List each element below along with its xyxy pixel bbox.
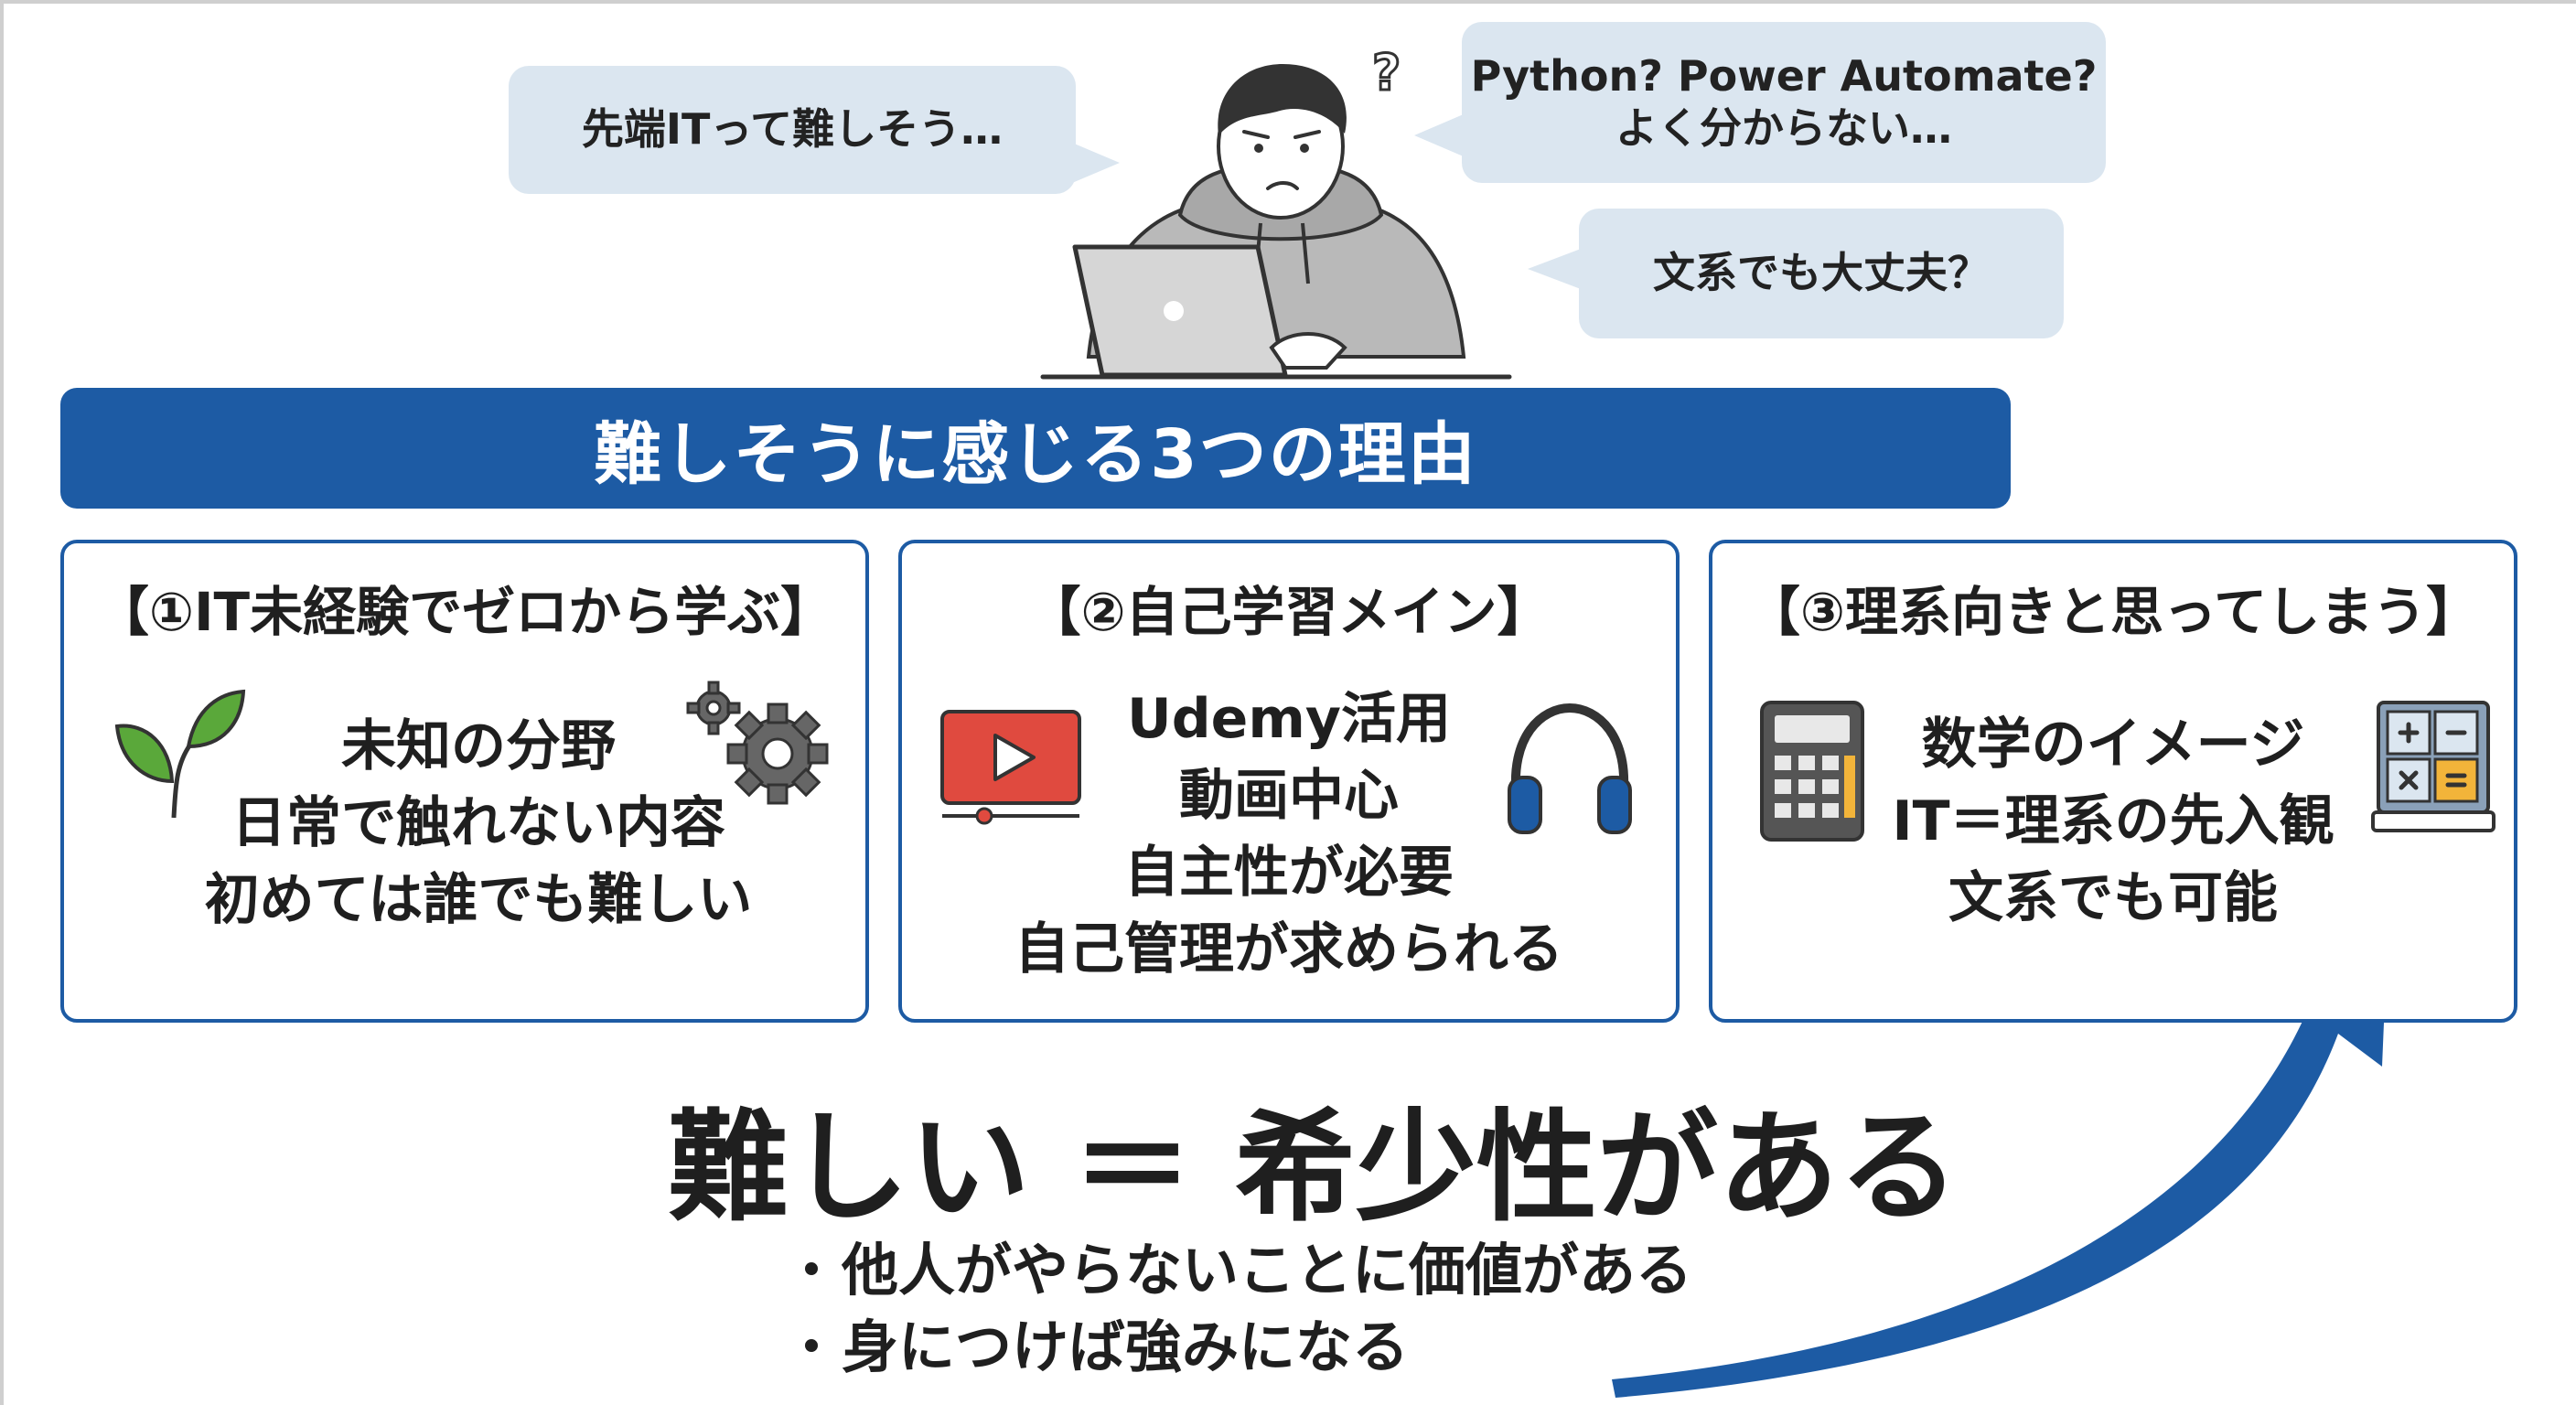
headphones-icon — [1508, 702, 1632, 834]
card-line: 数学のイメージ — [1921, 713, 2305, 777]
card-line: 未知の分野 — [341, 714, 616, 778]
card-body: 数学のイメージ IT＝理系の先入観 文系でも可能 — [1850, 706, 2377, 937]
card-heading: 【①IT未経験でゼロから学ぶ】 — [95, 581, 834, 643]
bullet-text: 他人がやらないことに価値がある — [842, 1237, 1693, 1303]
bubble-right-top-line2: よく分からない… — [1615, 103, 1952, 153]
bubble-left-text: 先端ITって難しそう… — [581, 104, 1004, 155]
bullet-item: 身につけば強みになる — [805, 1301, 1409, 1383]
bubble-right-top-tail — [1414, 113, 1465, 157]
card-line: 初めては誰でも難しい — [204, 868, 753, 932]
card-heading: 【②自己学習メイン】 — [1027, 581, 1551, 643]
card-body: 未知の分野 日常で触れない内容 初めては誰でも難しい — [192, 708, 765, 938]
page-title: 難しそうに感じる3つの理由 — [594, 414, 1477, 494]
card-heading: 【③理系向きと思ってしまう】 — [1746, 581, 2480, 643]
math-book-icon — [2371, 701, 2496, 832]
bullet-dot-icon — [805, 1261, 818, 1275]
card-line: Udemy活用 — [1127, 687, 1451, 751]
speech-bubble-right-bottom: 文系でも大丈夫？ — [1528, 209, 2064, 338]
card-body: Udemy活用 動画中心 自主性が必要 自己管理が求められる — [1012, 681, 1566, 988]
speech-bubble-right-top: Python? Power Automate? よく分からない… — [1414, 22, 2106, 183]
card-line: 動画中心 — [1179, 764, 1399, 828]
title-banner: 難しそうに感じる3つの理由 — [60, 388, 2011, 509]
card-line: 自己管理が求められる — [1014, 917, 1563, 981]
bubble-right-bottom-tail — [1528, 249, 1581, 289]
reason-card-1: 【①IT未経験でゼロから学ぶ】 未知の分野 日常で触れない内容 初めては誰でも難… — [60, 540, 869, 1023]
sprout-icon — [114, 689, 246, 818]
gears-icon — [686, 681, 829, 805]
card-line: IT＝理系の先入観 — [1892, 789, 2334, 853]
frame-left-edge — [0, 0, 4, 1405]
bubble-right-bottom-text: 文系でも大丈夫？ — [1653, 248, 1990, 298]
reason-card-3: 【③理系向きと思ってしまう】 数学のイメージ IT＝理系の先入観 文系でも可能 — [1709, 540, 2517, 1023]
svg-text:?: ? — [1372, 44, 1401, 102]
card-line: 日常で触れない内容 — [231, 791, 725, 855]
bullet-text: 身につけば強みになる — [842, 1314, 1410, 1380]
speech-bubble-left: 先端ITって難しそう… — [509, 66, 1120, 194]
conclusion-heading: 難しい ＝ 希少性がある — [668, 1098, 1959, 1239]
bubble-left-tail — [1072, 143, 1120, 183]
calculator-icon — [1760, 701, 1864, 842]
frame-top-edge — [0, 0, 2576, 4]
video-player-icon — [940, 710, 1081, 825]
bullet-item: 他人がやらないことに価値がある — [805, 1224, 1692, 1306]
bubble-right-top-line1: Python? Power Automate? — [1470, 50, 2098, 101]
confused-person-laptop-icon: ? — [1040, 43, 1512, 380]
card-line: 自主性が必要 — [1124, 841, 1454, 905]
bullet-dot-icon — [805, 1338, 818, 1352]
card-line: 文系でも可能 — [1948, 866, 2278, 930]
reason-card-2: 【②自己学習メイン】 Udemy活用 動画中心 自主性が必要 自己管理が求められ… — [898, 540, 1680, 1023]
